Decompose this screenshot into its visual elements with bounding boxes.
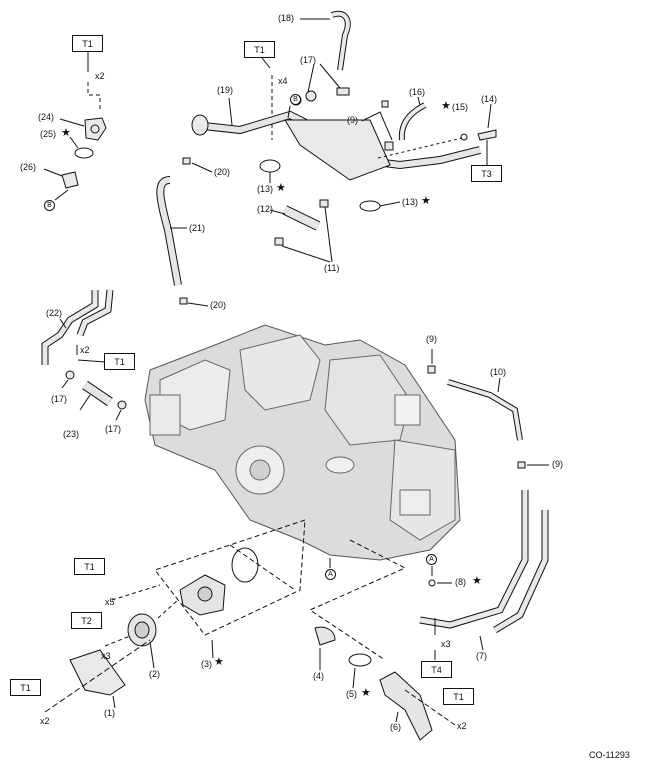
qty-bottom-right: x2 [457, 721, 467, 731]
torque-box-top-right: T3 [471, 165, 502, 182]
star-mark-13-right: ★ [421, 195, 431, 207]
star-mark-8: ★ [472, 575, 482, 587]
part-label-9-top: (9) [347, 115, 358, 125]
part-label-5: (5) [346, 689, 357, 699]
part-label-23: (23) [63, 429, 80, 439]
part-label-6: (6) [390, 722, 401, 732]
star-mark-3: ★ [214, 656, 224, 668]
part-label-19: (19) [217, 85, 234, 95]
part-label-13-left: (13) [257, 184, 274, 194]
torque-box-top-left: T1 [72, 35, 103, 52]
part-label-12: (12) [257, 204, 274, 214]
torque-box-pulley: T2 [71, 612, 102, 629]
part-label-17-top: (17) [300, 55, 317, 65]
qty-top-mid: x4 [278, 76, 288, 86]
engine-block [144, 324, 461, 561]
part-label-20-lower: (20) [210, 300, 227, 310]
qty-pulley: x3 [101, 651, 111, 661]
part-label-9-lower: (9) [552, 459, 563, 469]
part-label-18: (18) [278, 13, 295, 23]
star-mark-25: ★ [61, 127, 71, 139]
qty-top-left: x2 [95, 71, 105, 81]
part-label-21: (21) [189, 223, 206, 233]
qty-bottom-left: x2 [40, 716, 50, 726]
torque-box-bottom-left: T1 [10, 679, 41, 696]
part-label-1: (1) [104, 708, 115, 718]
part-label-14: (14) [481, 94, 498, 104]
figure-code: CO-11293 [589, 750, 630, 760]
qty-mid-left: x2 [80, 345, 90, 355]
part-label-15: (15) [452, 102, 469, 112]
torque-box-bottom-mid: T4 [421, 661, 452, 678]
part-label-25: (25) [40, 129, 57, 139]
torque-box-bottom-right: T1 [443, 688, 474, 705]
star-mark-13-left: ★ [276, 182, 286, 194]
part-label-22: (22) [46, 308, 63, 318]
part-label-8: (8) [455, 577, 466, 587]
part-label-24: (24) [38, 112, 55, 122]
torque-box-top-mid: T1 [244, 41, 275, 58]
part-label-7: (7) [476, 651, 487, 661]
reference-mark-a-engine: A [325, 569, 336, 580]
part-label-10: (10) [490, 367, 507, 377]
star-mark-15: ★ [441, 100, 451, 112]
qty-pump: x5 [105, 597, 115, 607]
reference-mark-b-left: B [44, 200, 55, 211]
part-label-9-right: (9) [426, 334, 437, 344]
qty-bottom-mid: x3 [441, 639, 451, 649]
star-mark-5: ★ [361, 687, 371, 699]
part-label-3: (3) [201, 659, 212, 669]
part-label-11: (11) [324, 263, 340, 273]
part-label-4: (4) [313, 671, 324, 681]
part-label-20-top: (20) [214, 167, 231, 177]
part-label-16: (16) [409, 87, 426, 97]
part-label-13-right: (13) [402, 197, 419, 207]
part-label-26: (26) [20, 162, 37, 172]
part-label-2: (2) [149, 669, 160, 679]
part-label-17-mid: (17) [105, 424, 122, 434]
reference-mark-b-top: B [290, 94, 301, 105]
torque-box-pump: T1 [74, 558, 105, 575]
part-label-17-left: (17) [51, 394, 68, 404]
reference-mark-a-right: A [426, 554, 437, 565]
torque-box-mid-left: T1 [104, 353, 135, 370]
